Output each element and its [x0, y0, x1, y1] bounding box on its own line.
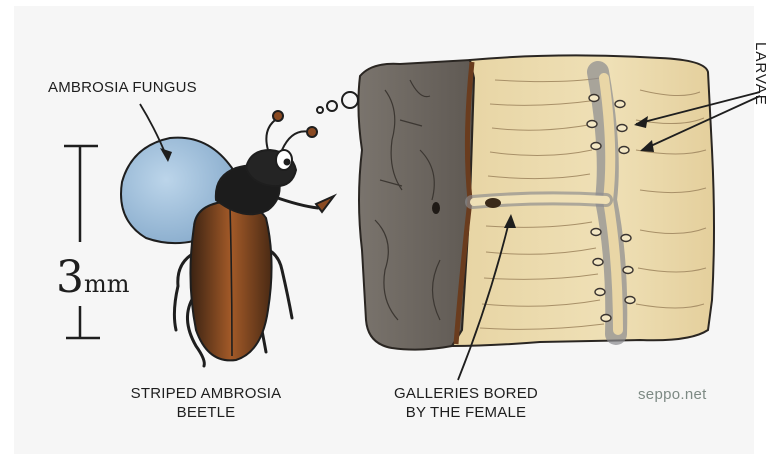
gallery-entrance	[485, 198, 501, 208]
label-ambrosia-fungus: AMBROSIA FUNGUS	[48, 78, 197, 97]
label-larvae: LARVAE	[752, 42, 769, 106]
bark-layer	[358, 60, 474, 350]
thought-bubbles	[317, 92, 358, 113]
label-beetle: STRIPED AMBROSIA BEETLE	[118, 384, 294, 422]
label-galleries: GALLERIES BORED BY THE FEMALE	[386, 384, 546, 422]
wood-block	[358, 55, 714, 349]
scale-unit: mm	[84, 270, 130, 298]
scale-number: 3	[56, 252, 84, 303]
label-beetle-line1: STRIPED AMBROSIA	[118, 384, 294, 403]
label-beetle-line2: BEETLE	[118, 403, 294, 422]
bark-hole	[432, 202, 440, 214]
beetle	[121, 111, 334, 366]
beetle-pointing-claw	[316, 196, 334, 212]
credit-text: seppo.net	[638, 386, 707, 403]
label-galleries-line1: GALLERIES BORED	[386, 384, 546, 403]
label-galleries-line2: BY THE FEMALE	[386, 403, 546, 422]
scale-bar	[64, 146, 100, 338]
beetle-antennae	[266, 118, 310, 150]
scale-label: 3mm	[56, 252, 130, 303]
